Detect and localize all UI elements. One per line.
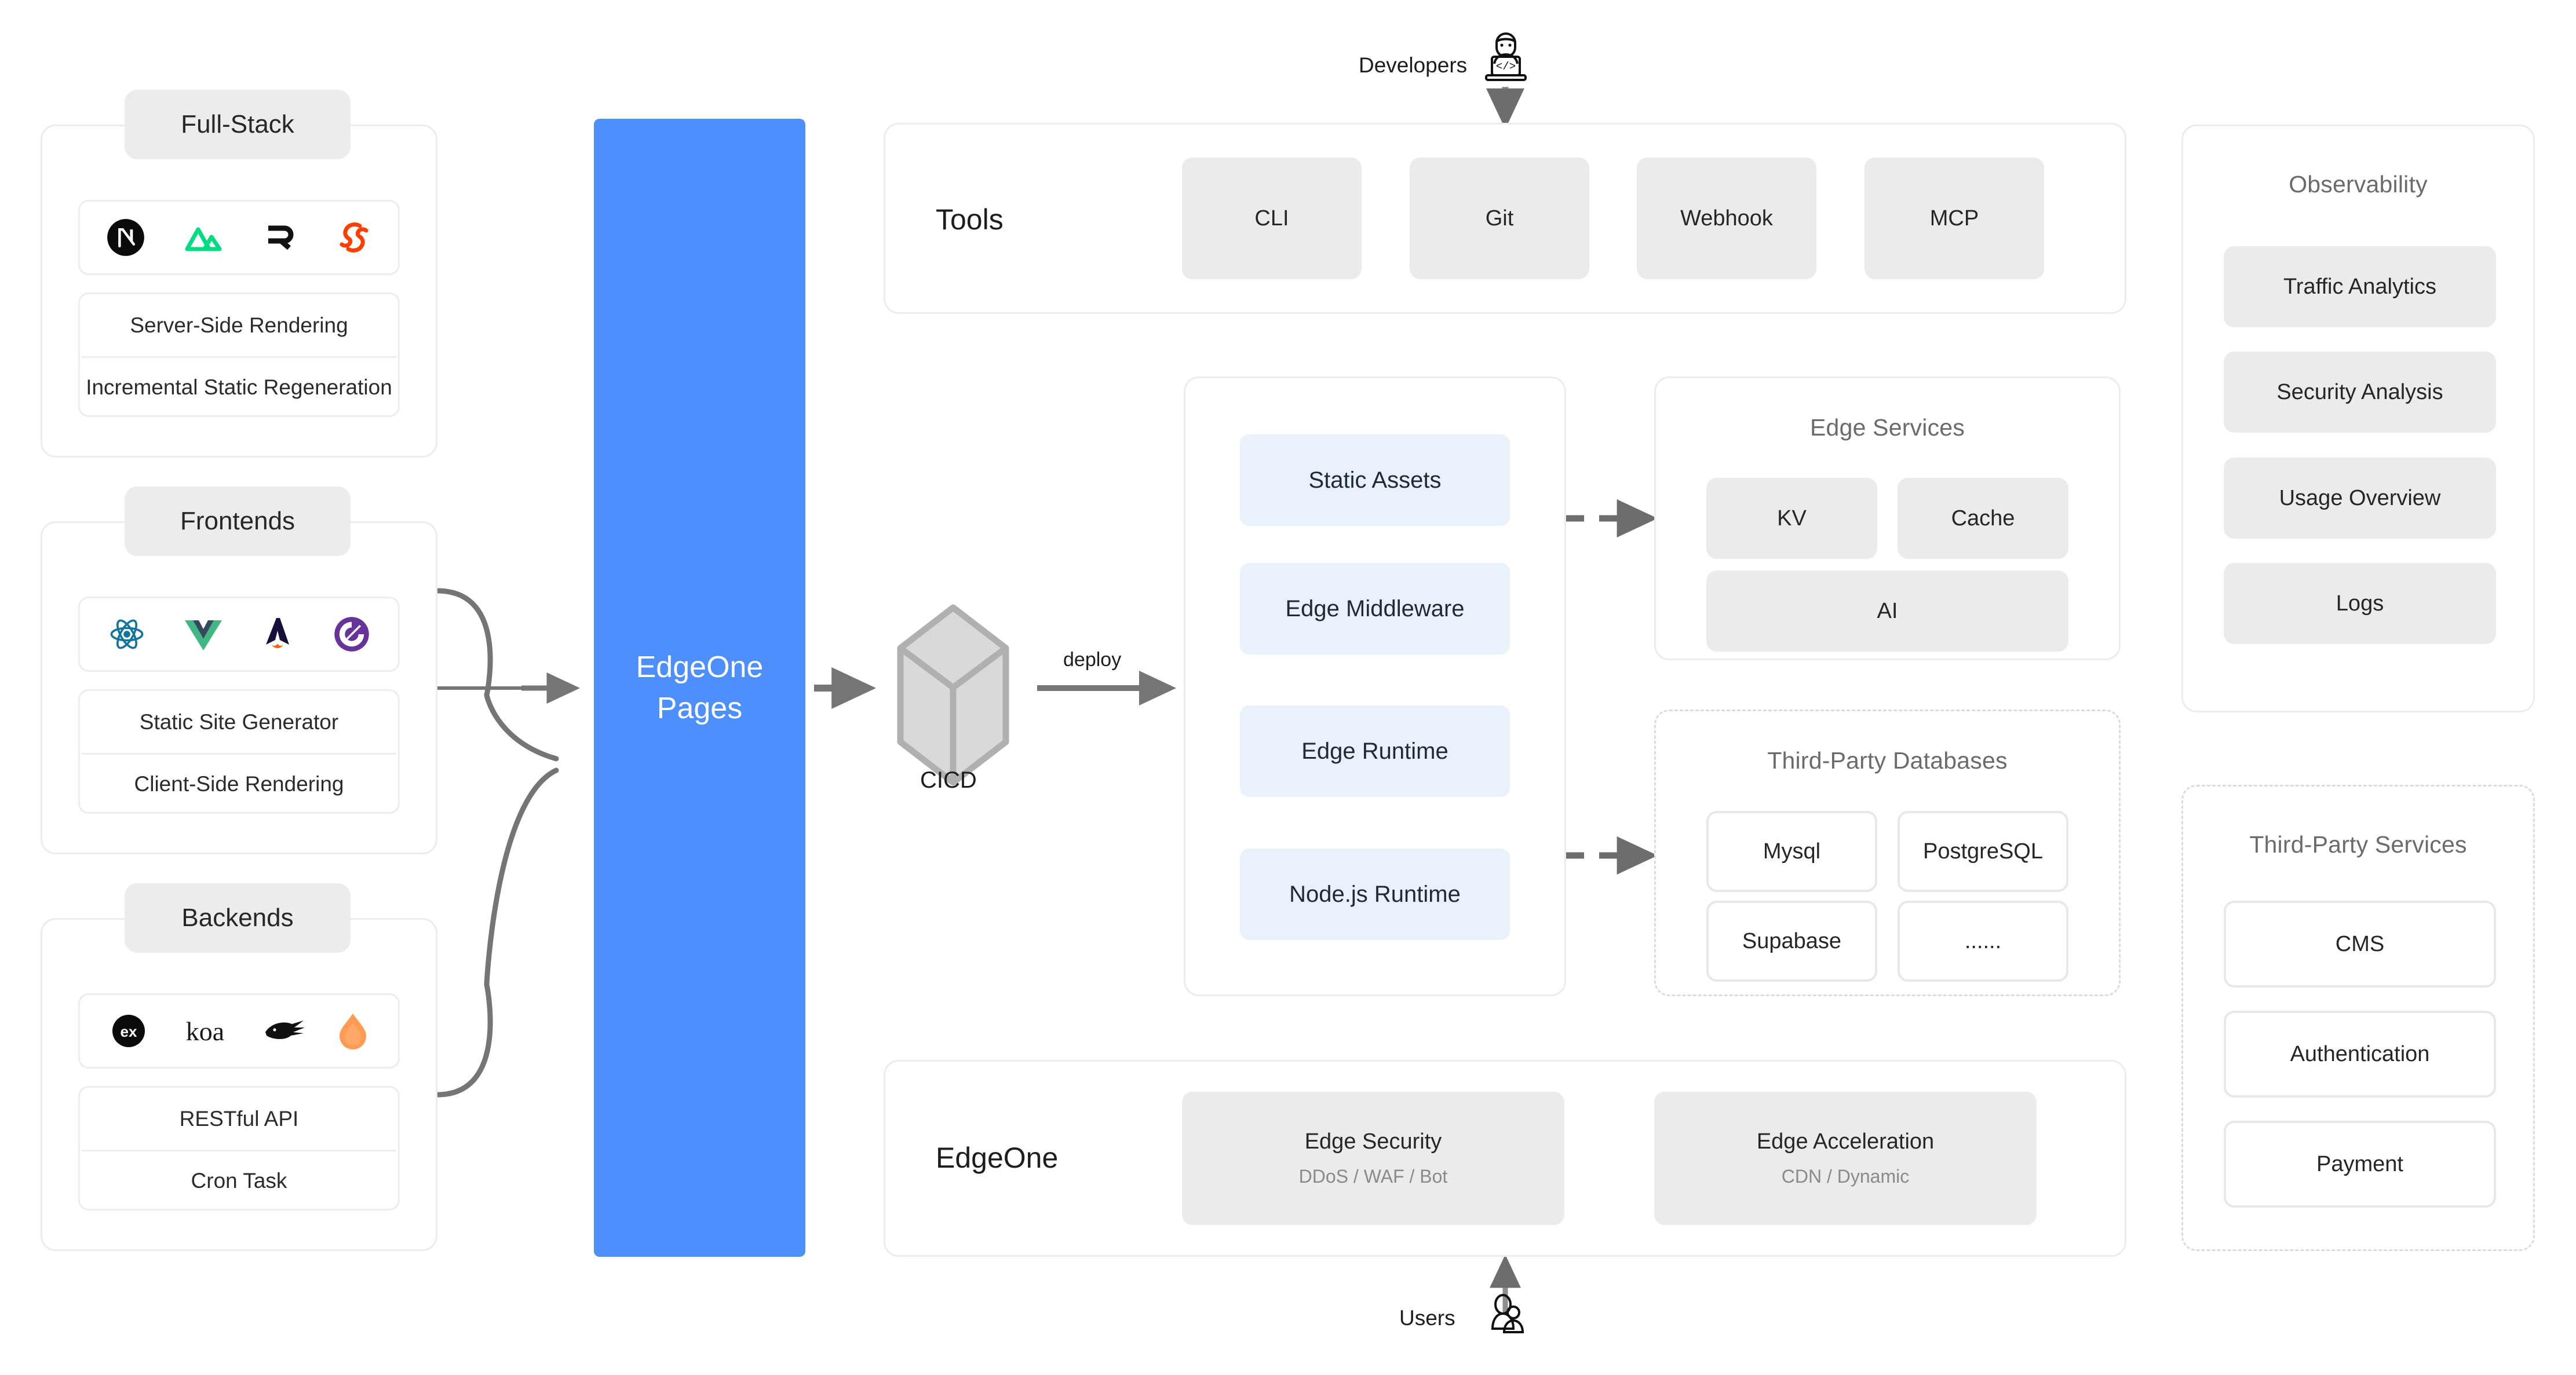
gatsby-icon [332,615,371,654]
divider [82,753,396,755]
group-chip-full-stack: Full-Stack [125,90,351,159]
observability-security-analysis[interactable]: Security Analysis [2224,352,2496,433]
observability-usage-overview[interactable]: Usage Overview [2224,458,2496,539]
edge-security-sub: DDoS / WAF / Bot [1298,1166,1448,1187]
service-payment[interactable]: Payment [2224,1121,2496,1208]
database-mysql[interactable]: Mysql [1706,811,1877,892]
feature-row: Client-Side Rendering [134,772,344,796]
deploy-label: deploy [1063,649,1122,671]
divider [82,1150,396,1151]
edgeone-pages-panel[interactable]: EdgeOne Pages [594,119,805,1257]
tool-webhook[interactable]: Webhook [1637,158,1816,279]
edgeone-edge-acceleration[interactable]: Edge Acceleration CDN / Dynamic [1654,1092,2037,1225]
edge-service-ai[interactable]: AI [1706,571,2068,652]
nuxt-icon [183,218,224,257]
users-icon [1477,1287,1533,1345]
fastify-icon [263,1015,307,1047]
runtime-edge-middleware[interactable]: Edge Middleware [1240,563,1510,654]
group-chip-label: Full-Stack [181,110,294,138]
frontends-icon-card [78,597,400,672]
hono-icon [337,1011,368,1051]
svg-text:koa: koa [185,1016,224,1046]
edge-service-kv[interactable]: KV [1706,478,1877,559]
observability-title: Observability [2289,171,2428,198]
edgeone-edge-security[interactable]: Edge Security DDoS / WAF / Bot [1182,1092,1564,1225]
database-more[interactable]: ...... [1898,901,2068,982]
backends-features-card: RESTful API Cron Task [78,1086,400,1211]
feature-row: Static Site Generator [139,710,339,734]
edgeone-label: EdgeOne [936,1142,1059,1174]
database-postgresql[interactable]: PostgreSQL [1898,811,2068,892]
astro-icon [260,615,295,654]
edge-acceleration-sub: CDN / Dynamic [1781,1166,1910,1187]
tool-cli[interactable]: CLI [1182,158,1362,279]
react-icon [107,615,147,654]
feature-row: Incremental Static Regeneration [86,375,392,399]
full-stack-features-card: Server-Side Rendering Incremental Static… [78,292,400,417]
developers-label: Developers [1359,53,1468,77]
observability-traffic-analytics[interactable]: Traffic Analytics [2224,246,2496,327]
service-cms[interactable]: CMS [2224,901,2496,988]
full-stack-icon-card [78,200,400,275]
nextjs-icon [106,218,145,257]
remix-icon [261,218,298,257]
cicd-cube-icon [897,604,1009,786]
frontends-features-card: Static Site Generator Client-Side Render… [78,689,400,814]
edge-security-title: Edge Security [1304,1129,1442,1154]
svg-text:</>: </> [1496,60,1516,73]
group-chip-label: Frontends [180,507,295,535]
runtime-static-assets[interactable]: Static Assets [1240,434,1510,526]
edge-service-cache[interactable]: Cache [1898,478,2068,559]
developer-icon: </> [1475,23,1537,89]
cicd-node [892,599,1014,793]
feature-row: RESTful API [179,1106,299,1131]
third-party-databases-title: Third-Party Databases [1767,747,2008,774]
group-chip-label: Backends [181,904,294,932]
tool-mcp[interactable]: MCP [1865,158,2044,279]
svelte-icon [335,218,373,257]
cicd-label: CICD [920,767,977,793]
edge-acceleration-title: Edge Acceleration [1756,1129,1935,1154]
group-chip-backends: Backends [125,883,351,953]
users-label: Users [1399,1306,1455,1330]
database-supabase[interactable]: Supabase [1706,901,1877,982]
feature-row: Cron Task [191,1169,287,1193]
express-icon: ex [110,1012,147,1049]
backends-icon-card: ex koa [78,993,400,1069]
edgeone-pages-label: EdgeOne Pages [636,650,764,725]
runtime-edge-runtime[interactable]: Edge Runtime [1240,705,1510,797]
runtime-nodejs-runtime[interactable]: Node.js Runtime [1240,849,1510,940]
tools-label: Tools [936,203,1004,236]
tool-git[interactable]: Git [1410,158,1589,279]
edge-services-title: Edge Services [1810,414,1965,441]
feature-row: Server-Side Rendering [130,313,348,337]
third-party-services-title: Third-Party Services [2249,831,2467,858]
svg-text:ex: ex [120,1023,137,1040]
koa-icon: koa [177,1015,233,1047]
observability-logs[interactable]: Logs [2224,563,2496,644]
vue-icon [184,617,223,652]
divider [82,356,396,358]
group-chip-frontends: Frontends [125,487,351,556]
service-authentication[interactable]: Authentication [2224,1011,2496,1098]
